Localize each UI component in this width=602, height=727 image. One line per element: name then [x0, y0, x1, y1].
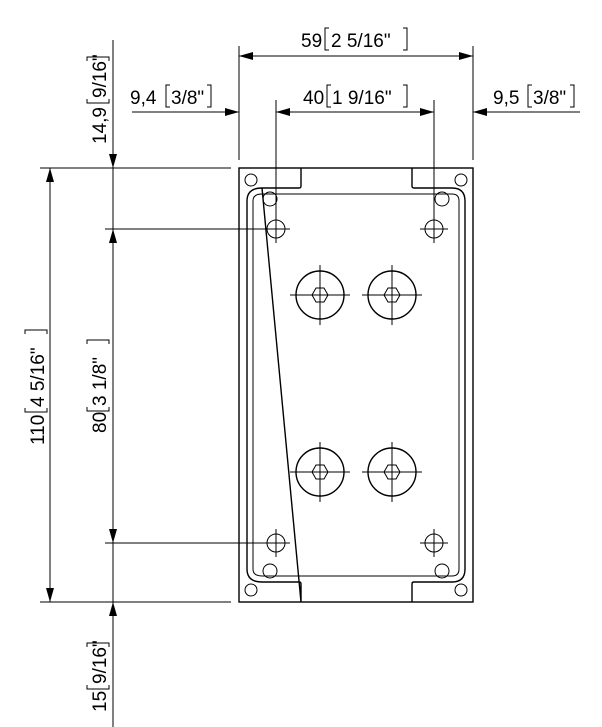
dim-overall-width: 59 2 5/16"	[238, 27, 474, 160]
corner-hole-bottom-right	[454, 583, 468, 597]
hole-spacing-width-value: 40	[303, 88, 324, 109]
gland-lower-right	[362, 442, 422, 502]
dim-overall-height: 110 4 5/16"	[24, 167, 231, 603]
overall-width-bracket	[324, 27, 408, 51]
hole-spacing-height-value: 80	[90, 412, 111, 433]
mounting-hole-top-right	[420, 215, 448, 243]
dim-bottom-offset: 15 9/16"	[86, 602, 117, 727]
gland-upper-left	[290, 265, 350, 325]
right-offset-value: 9,5	[493, 88, 519, 109]
right-offset-imperial: 3/8"	[533, 88, 566, 109]
hole-spacing-width-imperial: 1 9/16"	[332, 88, 392, 109]
right-offset-bracket	[527, 84, 575, 108]
corner-hole-bottom-left	[244, 583, 258, 597]
bottom-offset-imperial: 9/16"	[90, 640, 111, 684]
screw-top-left	[262, 191, 278, 207]
left-offset-imperial: 3/8"	[171, 88, 204, 109]
screw-top-right	[434, 191, 450, 207]
corner-hole-top-left	[244, 173, 258, 187]
hole-spacing-width-bracket	[326, 84, 408, 108]
screw-bottom-left	[262, 563, 278, 579]
mounting-hole-bottom-left	[262, 529, 290, 557]
dim-top-offset: 14,9 9/16"	[86, 40, 117, 168]
dim-hole-spacing-width: 40 1 9/16"	[275, 84, 435, 240]
lid-seal-outline	[246, 168, 466, 603]
overall-width-value: 59	[301, 31, 322, 52]
overall-height-imperial: 4 5/16"	[28, 347, 49, 407]
enclosure-outline	[238, 167, 474, 603]
gland-upper-right	[362, 265, 422, 325]
enclosure-body	[238, 167, 474, 603]
dim-left-offset: 9,4 3/8"	[130, 84, 239, 116]
overall-width-imperial: 2 5/16"	[331, 31, 391, 52]
bottom-offset-value: 15	[90, 691, 111, 712]
gland-lower-left	[290, 442, 350, 502]
dim-right-offset: 9,5 3/8"	[473, 84, 580, 116]
screw-bottom-right	[434, 563, 450, 579]
corner-hole-top-right	[454, 173, 468, 187]
mounting-hole-bottom-right	[420, 529, 448, 557]
left-offset-bracket	[165, 84, 212, 108]
top-offset-value: 14,9	[90, 107, 111, 144]
mounting-hole-top-left	[262, 215, 290, 243]
top-offset-imperial: 9/16"	[90, 54, 111, 98]
overall-height-value: 110	[28, 415, 49, 445]
left-offset-value: 9,4	[130, 88, 157, 109]
hole-spacing-height-imperial: 3 1/8"	[90, 357, 111, 406]
